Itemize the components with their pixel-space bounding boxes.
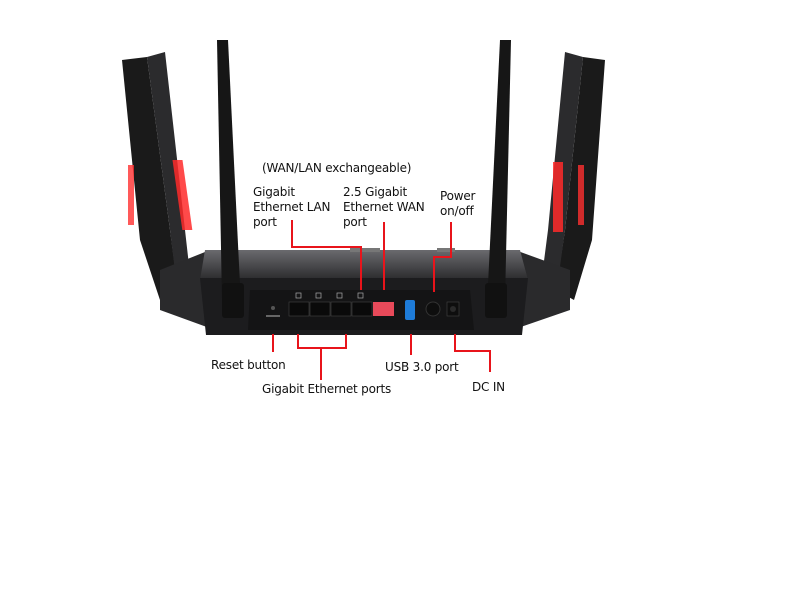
wan-port	[373, 302, 394, 316]
center-right-antenna	[488, 40, 511, 300]
lan-port-label-line: Ethernet LAN	[253, 200, 331, 214]
power-label-line: on/off	[440, 204, 474, 218]
wan-port-label-line: 2.5 Gigabit	[343, 185, 407, 199]
router-chassis	[200, 248, 528, 335]
callout-lines	[272, 220, 491, 380]
power-button	[425, 301, 441, 317]
lan-port-label-line: Gigabit	[253, 185, 295, 199]
lan-port-label: Gigabit Ethernet LAN port	[253, 185, 330, 230]
reset-hole	[266, 306, 280, 317]
dc-in-label: DC IN	[472, 380, 505, 394]
usb-label: USB 3.0 port	[385, 360, 459, 374]
usb-port	[405, 300, 415, 320]
power-label-line: Power	[440, 189, 476, 203]
right-antennas	[540, 52, 605, 300]
gigabit-ports-label: Gigabit Ethernet ports	[262, 382, 392, 396]
wan-port-label: 2.5 Gigabit Ethernet WAN port	[343, 185, 425, 230]
wan-port-label-line: Ethernet WAN	[343, 200, 425, 214]
center-left-antenna	[217, 40, 240, 300]
exchangeable-note: (WAN/LAN exchangeable)	[262, 161, 412, 175]
power-label: Power on/off	[440, 189, 475, 219]
left-antennas	[122, 52, 193, 300]
reset-button-label: Reset button	[211, 358, 286, 372]
wan-port-label-line: port	[343, 215, 367, 229]
gigabit-ethernet-ports	[288, 292, 373, 317]
lan-port-label-line: port	[253, 215, 277, 229]
